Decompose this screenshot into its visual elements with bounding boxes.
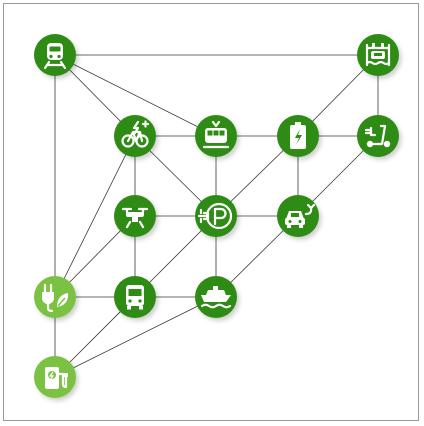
node-ferry-terminal bbox=[357, 34, 402, 79]
node-charging-station bbox=[34, 356, 79, 401]
node-battery bbox=[277, 115, 322, 160]
electric-bicycle-icon bbox=[121, 120, 150, 148]
node-circle bbox=[357, 115, 399, 157]
charging-station-icon bbox=[45, 367, 68, 389]
node-ebike bbox=[114, 115, 159, 160]
network-nodes bbox=[34, 34, 402, 401]
node-tram bbox=[195, 115, 240, 160]
ferry-terminal-icon bbox=[365, 43, 391, 67]
edge-ship-charging-station bbox=[54, 296, 217, 378]
ship-icon bbox=[200, 286, 232, 309]
node-escooter bbox=[357, 115, 402, 160]
node-ev-parking bbox=[195, 195, 240, 240]
node-eco-plug bbox=[34, 276, 79, 321]
tram-icon bbox=[202, 120, 230, 149]
node-ship bbox=[195, 276, 240, 321]
node-circle bbox=[34, 276, 76, 318]
node-train bbox=[34, 34, 79, 79]
train-icon bbox=[43, 43, 67, 70]
bus-icon bbox=[126, 285, 144, 310]
node-drone bbox=[114, 195, 159, 240]
drone-icon bbox=[121, 207, 149, 229]
edge-train-tram bbox=[54, 54, 217, 137]
eco-plug-icon bbox=[42, 283, 69, 313]
electric-scooter-icon bbox=[364, 124, 391, 148]
ev-parking-icon bbox=[197, 202, 233, 230]
electric-car-icon bbox=[285, 203, 316, 228]
node-bus bbox=[114, 276, 159, 321]
battery-charging-icon bbox=[290, 122, 306, 149]
node-ecar bbox=[277, 195, 322, 240]
edge-ebike-eco-plug bbox=[54, 135, 136, 298]
